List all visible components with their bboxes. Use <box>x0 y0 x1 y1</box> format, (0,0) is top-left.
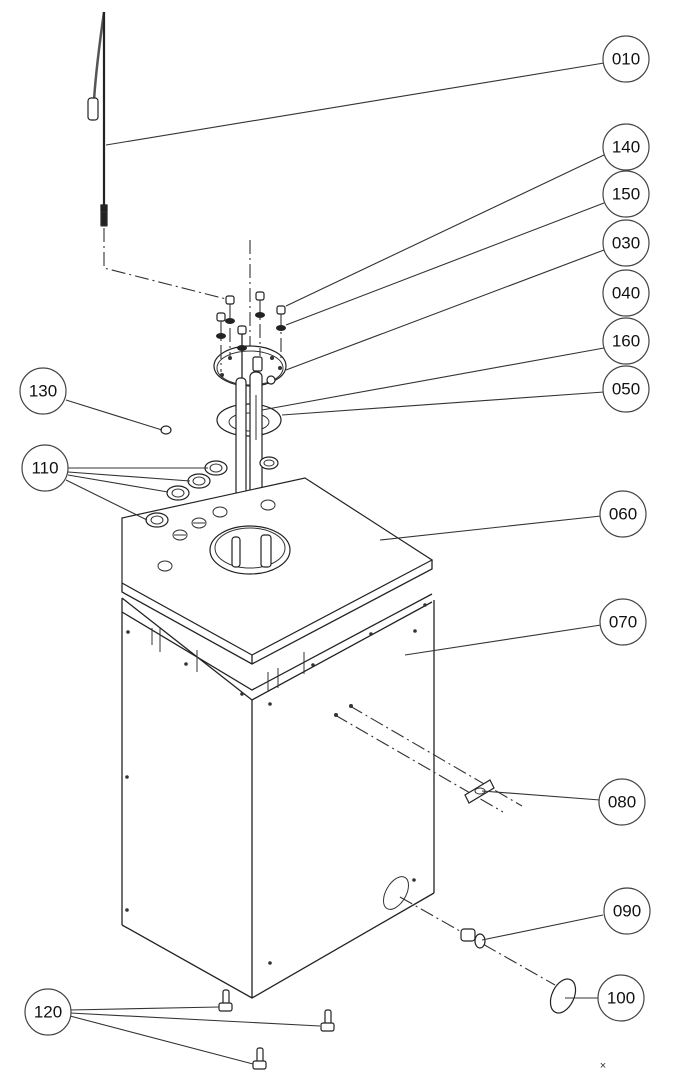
callout-label: 090 <box>613 902 641 921</box>
callout-030[interactable]: 030 <box>602 219 650 267</box>
callout-label: 140 <box>612 138 640 157</box>
part-150-washers <box>216 312 286 351</box>
corner-mark: × <box>600 1060 606 1072</box>
callout-160[interactable]: 160 <box>602 317 650 365</box>
callout-080[interactable]: 080 <box>598 778 646 826</box>
callout-060[interactable]: 060 <box>599 490 647 538</box>
part-090-valve <box>460 928 486 949</box>
callout-140[interactable]: 140 <box>602 123 650 171</box>
callout-label: 060 <box>609 505 637 524</box>
part-080-bracket <box>334 704 523 813</box>
callout-label: 150 <box>612 185 640 204</box>
callout-label: 130 <box>29 382 57 401</box>
part-050-gasket <box>216 403 282 437</box>
callout-label: 030 <box>612 234 640 253</box>
axis-090-100 <box>399 896 556 986</box>
callout-100[interactable]: 100 <box>597 974 645 1022</box>
part-060-top-panel <box>121 477 434 665</box>
callout-label: 010 <box>612 50 640 69</box>
callout-040[interactable]: 040 <box>602 269 650 317</box>
callout-label: 110 <box>31 459 58 478</box>
callout-110[interactable]: 110 <box>21 444 69 492</box>
part-070-casing <box>121 593 435 999</box>
part-100-cap <box>549 978 577 1014</box>
callout-070[interactable]: 070 <box>599 598 647 646</box>
callout-label: 040 <box>612 284 640 303</box>
part-120-feet <box>218 989 335 1070</box>
callout-130[interactable]: 130 <box>19 367 67 415</box>
callout-label: 160 <box>612 332 640 351</box>
part-010-sensor-probe <box>87 11 231 301</box>
callout-010[interactable]: 010 <box>602 35 650 83</box>
part-110-grommets <box>145 456 279 528</box>
callout-label: 050 <box>612 380 640 399</box>
callout-label: 120 <box>34 1003 62 1022</box>
callout-label: 070 <box>609 613 637 632</box>
part-130-cap <box>160 425 172 435</box>
callout-090[interactable]: 090 <box>603 887 651 935</box>
callout-150[interactable]: 150 <box>602 170 650 218</box>
callout-050[interactable]: 050 <box>602 365 650 413</box>
callout-120[interactable]: 120 <box>24 988 72 1036</box>
callout-label: 080 <box>608 793 636 812</box>
part-160-tubes <box>235 371 263 513</box>
part-030-flange-plate <box>213 345 287 387</box>
leader-lines <box>65 62 605 1065</box>
callout-label: 100 <box>607 989 635 1008</box>
